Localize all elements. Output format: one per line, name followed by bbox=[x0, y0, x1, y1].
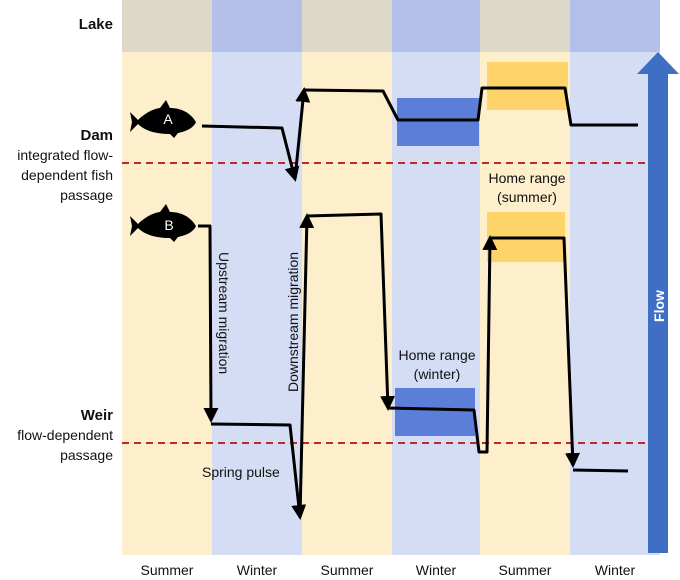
fish-b-label: B bbox=[164, 217, 173, 233]
season-label-4: Winter bbox=[415, 562, 457, 578]
dam-description-line-3: passage bbox=[60, 187, 113, 203]
season-label-1: Summer bbox=[140, 562, 194, 578]
spring-pulse-label: Spring pulse bbox=[202, 464, 280, 480]
fish-b-track-4 bbox=[306, 212, 396, 411]
home-range-winter-label-2: (winter) bbox=[413, 366, 461, 382]
season-column-winter-2 bbox=[392, 0, 480, 555]
season-label-2: Winter bbox=[236, 562, 278, 578]
lake-band-winter-1 bbox=[212, 0, 302, 52]
fish-a-track-3 bbox=[303, 86, 638, 127]
fish-a-label: A bbox=[163, 111, 173, 127]
fish-b-track-5 bbox=[387, 235, 498, 454]
fish-a-track-1 bbox=[201, 124, 300, 182]
lake-band-summer-3 bbox=[480, 0, 570, 52]
weir-description-line-2: passage bbox=[60, 447, 113, 463]
season-label-6: Winter bbox=[594, 562, 636, 578]
fish-a-track-2 bbox=[293, 87, 311, 180]
home-range-summer-label-1: Home range bbox=[488, 170, 566, 186]
season-label-5: Summer bbox=[498, 562, 552, 578]
season-column-summer-1 bbox=[122, 0, 212, 555]
home-range-summer-label-2: (summer) bbox=[497, 189, 557, 205]
weir-description-line-1: flow-dependent bbox=[17, 427, 113, 443]
flow-label: Flow bbox=[651, 290, 667, 322]
dam-label: Dam bbox=[80, 127, 113, 144]
upstream-migration-label: Upstream migration bbox=[216, 252, 232, 374]
season-column-winter-1 bbox=[212, 0, 302, 555]
dam-description-line-1: integrated flow- bbox=[17, 147, 113, 163]
weir-label: Weir bbox=[80, 407, 113, 424]
home-range-winter-label-1: Home range bbox=[398, 347, 476, 363]
home-range-winter-b bbox=[395, 388, 475, 436]
downstream-migration-label: Downstream migration bbox=[285, 252, 301, 392]
lake-band-summer-1 bbox=[122, 0, 212, 52]
lake-band-winter-2 bbox=[392, 0, 480, 52]
fish-b-track-3 bbox=[298, 213, 315, 518]
home-range-summer-a bbox=[487, 62, 568, 110]
season-column-winter-3 bbox=[570, 0, 660, 555]
flow-arrow bbox=[637, 52, 679, 553]
lake-band-summer-2 bbox=[302, 0, 392, 52]
lake-label: Lake bbox=[78, 16, 113, 33]
lake-band-winter-3 bbox=[570, 0, 660, 52]
season-label-3: Summer bbox=[320, 562, 374, 578]
fish-b-track-1 bbox=[198, 224, 219, 423]
home-range-winter-a bbox=[397, 98, 479, 146]
fish-b-track-2 bbox=[210, 422, 307, 520]
fish-b-track-6 bbox=[490, 236, 581, 468]
fish-b-track-7 bbox=[572, 468, 629, 473]
season-column-summer-2 bbox=[302, 0, 392, 555]
dam-description-line-2: dependent fish bbox=[21, 167, 113, 183]
